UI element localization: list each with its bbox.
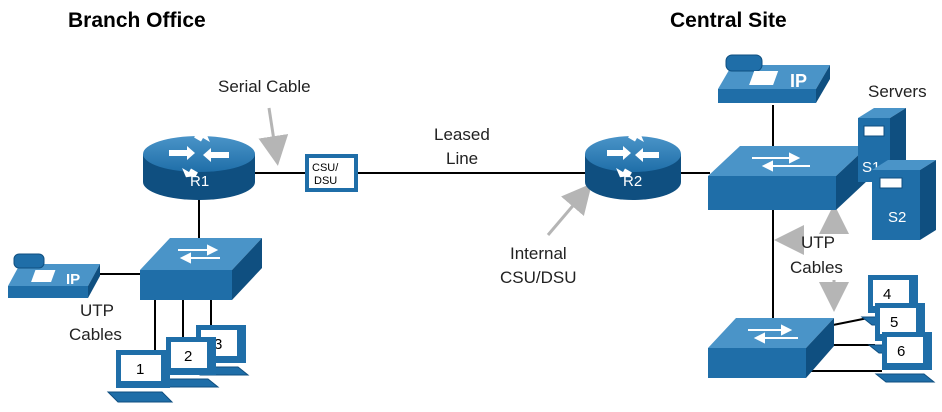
r2-label: R2 (623, 173, 642, 190)
router-icon: R1 (143, 132, 255, 200)
pc-label: 5 (890, 314, 898, 331)
r1-label: R1 (190, 173, 209, 190)
pc-label: 6 (897, 343, 905, 360)
pc-label: 3 (214, 336, 222, 353)
utp-central-label-1: UTP (801, 233, 835, 252)
csu-label-1: CSU/ (312, 162, 339, 174)
leased-line-label-1: Leased (434, 125, 490, 144)
ip-phone-label: IP (66, 271, 80, 288)
leased-line-label-2: Line (446, 149, 478, 168)
utp-central-label-2: Cables (790, 258, 843, 277)
internal-csu-label-2: CSU/DSU (500, 268, 577, 287)
pc-label: 4 (883, 286, 891, 303)
ip-phone-label: IP (790, 71, 807, 91)
switch-pc4-line (832, 317, 869, 326)
pc-icon: 1 (106, 350, 174, 403)
server-s2-label: S2 (888, 209, 906, 226)
utp-branch-label-2: Cables (69, 325, 122, 344)
branch-office-title: Branch Office (68, 9, 206, 32)
pc-label: 2 (184, 348, 192, 365)
switch-icon (708, 318, 834, 378)
csu-label-2: DSU (314, 175, 337, 187)
csu-dsu-icon: CSU/ DSU (305, 154, 358, 192)
ip-phone-icon: IP (8, 253, 100, 298)
serial-cable-label: Serial Cable (218, 77, 311, 96)
ip-phone-icon: IP (718, 54, 830, 103)
internal-csu-label-1: Internal (510, 244, 567, 263)
servers-label: Servers (868, 82, 927, 101)
utp-branch-label-1: UTP (80, 301, 114, 320)
internal-csu-arrow (546, 183, 592, 236)
switch-icon (708, 146, 868, 210)
pc-icon: 6 (874, 332, 936, 383)
annotation-arrows (258, 107, 849, 312)
server-icon: S2 (872, 160, 936, 240)
switch-icon (140, 238, 262, 300)
central-site-title: Central Site (670, 9, 787, 32)
pc-icon: 4 (860, 275, 922, 326)
pc-label: 1 (136, 361, 144, 378)
router-icon: R2 (585, 132, 681, 200)
serial-cable-arrow (258, 107, 289, 166)
pc-icon: 2 (158, 337, 220, 388)
